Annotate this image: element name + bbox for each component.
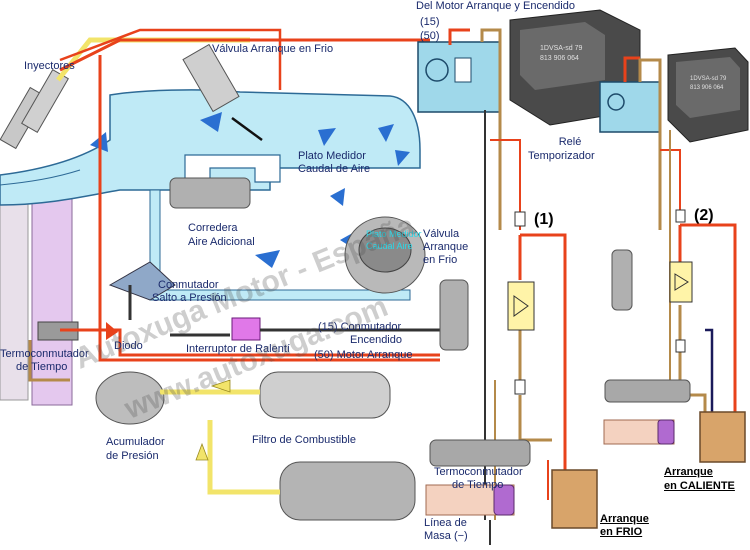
label-diodo: Diodo	[114, 340, 143, 352]
label-aire-adicional: Aire Adicional	[188, 236, 255, 248]
label-c50: (50) Motor Arranque	[314, 349, 413, 361]
thermo-switch-bottom	[429, 439, 531, 467]
injectors	[0, 68, 69, 150]
label-arranque-cal-2: en CALIENTE	[664, 480, 735, 492]
connector-2a	[675, 209, 686, 223]
circuit-2-wires	[623, 56, 737, 420]
label-c15-1: (15) Conmutador	[318, 321, 402, 333]
label-terminal-15: (15)	[420, 16, 440, 28]
label-valvula-side-2: Arranque	[423, 241, 469, 253]
label-filtro: Filtro de Combustible	[252, 434, 356, 446]
side-cold-valve	[439, 279, 469, 351]
label-arranque-frio-1: Arranque	[600, 513, 649, 525]
pressure-switch	[108, 261, 176, 301]
fuel-filter	[259, 371, 391, 419]
engine-block	[0, 199, 29, 401]
cold-start-valve	[182, 43, 240, 113]
thermo-switch-right	[604, 379, 691, 403]
engine-cylinder	[31, 194, 73, 406]
label-plato-medidor: Plato Medidor	[298, 150, 366, 162]
intake-section	[0, 28, 440, 521]
air-duct	[0, 89, 421, 206]
connector-1b	[514, 379, 526, 395]
label-inyectores: Inyectores	[24, 60, 75, 72]
label-caudal-aire: Caudal de Aire	[298, 163, 371, 175]
label-num-1: (1)	[534, 211, 554, 228]
pressure-accumulator	[95, 371, 165, 425]
label-valvula-side-3: en Frio	[423, 254, 458, 266]
label-termo-left-1: Termoconmutador	[0, 348, 89, 360]
idle-switch	[231, 317, 261, 341]
label-top-title: Del Motor Arranque y Encendido	[416, 0, 575, 12]
label-termo-bottom-1: Termoconmutador	[434, 466, 523, 478]
label-plato-small-1: Plato Medidor	[366, 229, 422, 239]
switch-box-hot	[699, 411, 746, 463]
air-duct-inner	[0, 169, 81, 186]
left-wiring	[28, 28, 440, 382]
time-relay-box-2	[667, 47, 749, 143]
label-acumulador: Acumulador	[106, 436, 165, 448]
label-temporizador: Temporizador	[528, 150, 595, 162]
label-num-2: (2)	[694, 207, 714, 224]
circuit-cold	[417, 9, 641, 545]
label-conmutador: Conmutador	[158, 279, 219, 291]
label-valvula-side-1: Válvula	[423, 228, 460, 240]
relay-text-2: 813 906 064	[540, 55, 579, 62]
label-rele: Relé	[558, 136, 582, 148]
label-termo-left-2: de Tiempo	[16, 361, 68, 373]
side-cold-valve-2	[611, 249, 633, 311]
circuit-hot	[599, 47, 749, 463]
label-valvula-frio-top: Válvula Arranque en Frio	[212, 43, 334, 55]
fuel-arrows	[195, 379, 231, 461]
relay-text-3: 1DVSA-sd 79	[690, 76, 727, 82]
switch-box-cold	[551, 469, 598, 529]
connector-1a	[514, 211, 526, 227]
cold-start-valve-symbol-1	[507, 281, 535, 331]
fuel-pump	[279, 461, 416, 521]
label-plato-small-2: Caudal Aire	[366, 241, 413, 251]
label-corredera: Corredera	[188, 222, 238, 234]
cold-start-valve-symbol-2	[669, 261, 693, 303]
label-arranque-cal-1: Arranque	[664, 466, 713, 478]
aux-air-slide	[169, 177, 251, 209]
connector-2b	[675, 339, 686, 353]
label-linea-2: Masa (−)	[424, 530, 468, 542]
relay-text-4: 813 906 064	[690, 85, 724, 91]
label-c15-2: Encendido	[350, 334, 402, 346]
label-interruptor: Interruptor de Ralentí	[186, 343, 290, 355]
relay-text-1: 1DVSA-sd 79	[540, 45, 583, 52]
label-linea-1: Línea de	[424, 517, 467, 529]
label-de-presion: de Presión	[106, 450, 159, 462]
label-termo-bottom-2: de Tiempo	[452, 479, 504, 491]
label-arranque-frio-2: en FRIO	[600, 526, 643, 538]
label-salto-presion: Salto a Presión	[152, 292, 227, 304]
label-terminal-50: (50)	[420, 30, 440, 42]
throttle-plate	[231, 116, 263, 142]
